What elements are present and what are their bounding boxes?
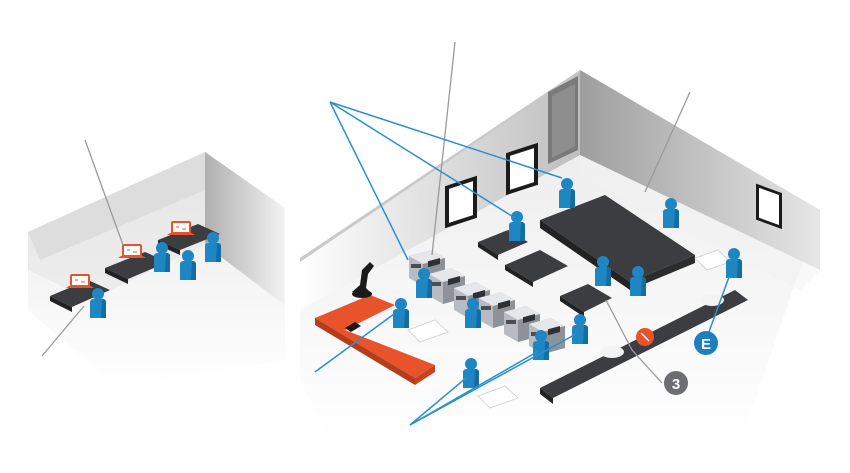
person-icon — [559, 178, 575, 208]
person-icon — [595, 256, 611, 286]
tool-icon — [345, 322, 361, 332]
person-icon — [630, 266, 646, 296]
callout-badge-number: 3 — [664, 371, 688, 395]
small-room — [28, 139, 285, 390]
person-icon — [726, 248, 742, 278]
person-icon — [205, 232, 221, 262]
callout-number-text: 3 — [672, 376, 680, 393]
small-desk-3 — [158, 224, 220, 250]
person-icon — [416, 268, 432, 298]
person-icon — [90, 288, 106, 318]
desk — [560, 284, 612, 312]
person-icon — [463, 358, 479, 388]
callout-line — [431, 41, 456, 256]
callout-line — [41, 305, 85, 357]
wall-monitor-icon — [756, 183, 782, 230]
orange-platform — [315, 295, 435, 385]
person-icon — [663, 198, 679, 228]
robot-arm-icon — [352, 262, 374, 298]
blue-callout-lines — [314, 101, 730, 426]
person-icon — [393, 298, 409, 328]
door-icon — [548, 76, 578, 164]
callout-line — [644, 91, 691, 193]
callout-letter-text: E — [701, 336, 711, 353]
person-icon — [465, 298, 481, 328]
person-icon — [154, 242, 170, 272]
desk — [505, 250, 568, 282]
service-counter — [540, 290, 748, 404]
large-room: 3 E — [300, 41, 820, 445]
callout-line — [84, 139, 124, 246]
small-desk-1 — [50, 280, 110, 307]
person-icon — [572, 314, 588, 344]
callout-line — [605, 299, 663, 384]
small-desk-2 — [105, 252, 168, 279]
callout-badge-letter: E — [694, 331, 718, 355]
